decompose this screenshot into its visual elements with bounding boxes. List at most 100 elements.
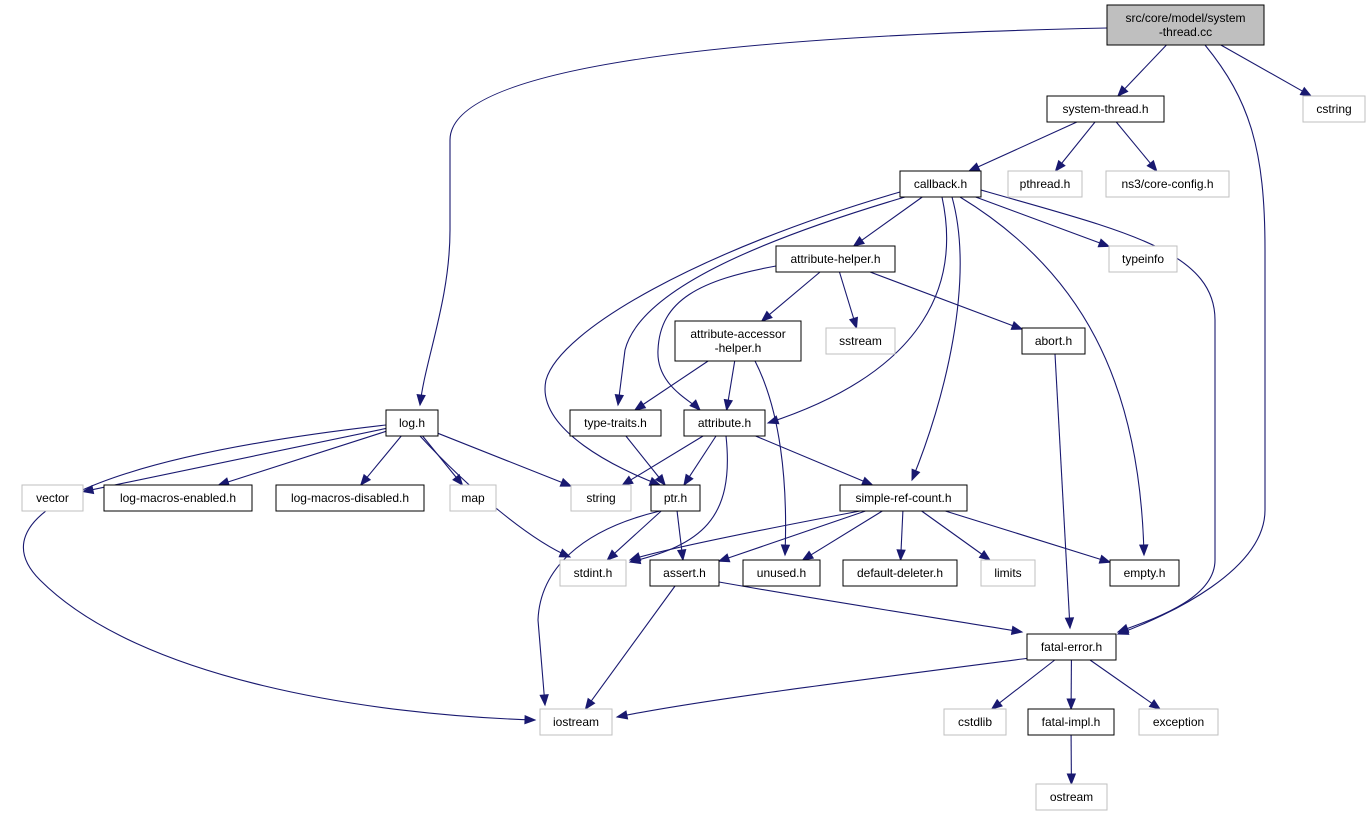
edge-root-to-log <box>416 27 1108 407</box>
edge-abort-to-fatal_error <box>1054 353 1075 630</box>
node-log-enabled[interactable]: log-macros-enabled.h <box>103 484 253 512</box>
edge-arrowhead <box>452 473 464 487</box>
edge-arrowhead <box>1299 86 1313 97</box>
node-fatal-error[interactable]: fatal-error.h <box>1026 633 1117 661</box>
node-pthread: pthread.h <box>1007 170 1083 198</box>
node-assert[interactable]: assert.h <box>649 559 720 587</box>
node-box <box>1027 708 1115 736</box>
node-label: ostream <box>1050 790 1093 804</box>
edge-line <box>91 427 387 491</box>
node-box <box>1007 170 1083 198</box>
edge-line <box>838 271 855 320</box>
edge-arrowhead <box>1148 699 1162 710</box>
node-callback[interactable]: callback.h <box>899 170 982 198</box>
node-log-disabled[interactable]: log-macros-disabled.h <box>275 484 425 512</box>
node-box <box>21 484 84 512</box>
node-attribute[interactable]: attribute.h <box>683 409 766 437</box>
edge-root-to-system_thread <box>1116 44 1167 97</box>
node-box <box>1138 708 1219 736</box>
node-box <box>649 559 720 587</box>
node-box <box>899 170 982 198</box>
node-log[interactable]: log.h <box>385 409 439 437</box>
node-empty[interactable]: empty.h <box>1109 559 1180 587</box>
node-fatal-impl[interactable]: fatal-impl.h <box>1027 708 1115 736</box>
node-abort[interactable]: abort.h <box>1021 327 1086 355</box>
edge-arrowhead <box>1116 623 1130 633</box>
edge-arrowhead <box>911 468 921 482</box>
edge-log-to-vector <box>81 427 387 495</box>
edge-system_thread-to-core_config <box>1115 121 1158 173</box>
node-label: map <box>461 491 485 505</box>
edges-layer <box>22 27 1313 786</box>
node-root[interactable]: src/core/model/system-thread.cc <box>1106 4 1265 46</box>
edge-line <box>616 657 1031 718</box>
node-label: log-macros-disabled.h <box>291 491 409 505</box>
node-ostream: ostream <box>1035 783 1108 811</box>
edge-arrowhead <box>1146 159 1158 173</box>
node-box <box>1109 559 1180 587</box>
edge-line <box>657 265 777 411</box>
edge-arrowhead <box>81 484 95 495</box>
node-label: unused.h <box>757 566 806 580</box>
edge-arrowhead <box>723 398 734 412</box>
node-system-thread[interactable]: system-thread.h <box>1046 95 1165 123</box>
edge-line <box>810 510 883 556</box>
edge-line <box>22 424 536 721</box>
node-attribute-helper[interactable]: attribute-helper.h <box>775 245 896 273</box>
node-label: limits <box>994 566 1021 580</box>
edge-callback-to-fatal_error <box>980 189 1216 633</box>
node-label: empty.h <box>1124 566 1166 580</box>
edge-line <box>544 191 901 486</box>
edge-arrowhead <box>967 162 981 172</box>
node-label: type-traits.h <box>584 416 647 430</box>
node-default-deleter[interactable]: default-deleter.h <box>842 559 958 587</box>
node-label: sstream <box>839 334 882 348</box>
edge-line <box>1054 353 1071 629</box>
node-label: iostream <box>553 715 599 729</box>
edge-arrowhead <box>766 415 780 425</box>
edge-attribute_helper-to-sstream <box>838 271 859 330</box>
edge-arrowhead <box>1116 85 1129 97</box>
node-sstream: sstream <box>825 327 896 355</box>
edge-ptr-to-stdint <box>606 510 662 561</box>
node-label: assert.h <box>663 566 706 580</box>
edge-line <box>676 510 683 552</box>
edge-arrowhead <box>584 697 596 711</box>
node-type-traits[interactable]: type-traits.h <box>569 409 662 437</box>
node-label: simple-ref-count.h <box>855 491 951 505</box>
node-simple-ref[interactable]: simple-ref-count.h <box>839 484 968 512</box>
node-label: abort.h <box>1035 334 1072 348</box>
edge-arrowhead <box>689 399 701 411</box>
node-attr-accessor[interactable]: attribute-accessor-helper.h <box>674 320 802 362</box>
edge-log-to-map <box>422 435 464 487</box>
edge-system_thread-to-callback <box>967 121 1078 172</box>
node-box <box>775 245 896 273</box>
node-box <box>103 484 253 512</box>
edge-arrowhead <box>606 549 619 561</box>
edge-simple_ref-to-unused <box>801 510 883 561</box>
node-label: pthread.h <box>1020 177 1071 191</box>
edge-callback-to-type_traits <box>614 196 906 407</box>
node-label: -helper.h <box>715 341 762 355</box>
edge-simple_ref-to-limits <box>921 510 991 561</box>
node-unused[interactable]: unused.h <box>742 559 821 587</box>
edge-arrowhead <box>896 549 906 562</box>
node-box <box>570 484 632 512</box>
edge-log-to-log_disabled <box>359 435 402 487</box>
node-typeinfo: typeinfo <box>1108 245 1178 273</box>
node-ptr[interactable]: ptr.h <box>650 484 701 512</box>
node-box <box>569 409 662 437</box>
node-label: string <box>586 491 615 505</box>
node-box <box>449 484 497 512</box>
edge-line <box>860 196 923 242</box>
node-label: fatal-impl.h <box>1042 715 1101 729</box>
edge-fatal_impl-to-ostream <box>1066 734 1077 786</box>
edge-log-to-stdint <box>419 435 572 558</box>
edge-attribute_helper-to-abort <box>869 271 1024 330</box>
node-stdint: stdint.h <box>559 559 627 587</box>
node-box <box>943 708 1007 736</box>
node-limits: limits <box>980 559 1036 587</box>
edge-callback-to-simple_ref <box>911 196 961 482</box>
edge-simple_ref-to-assert <box>717 510 866 563</box>
